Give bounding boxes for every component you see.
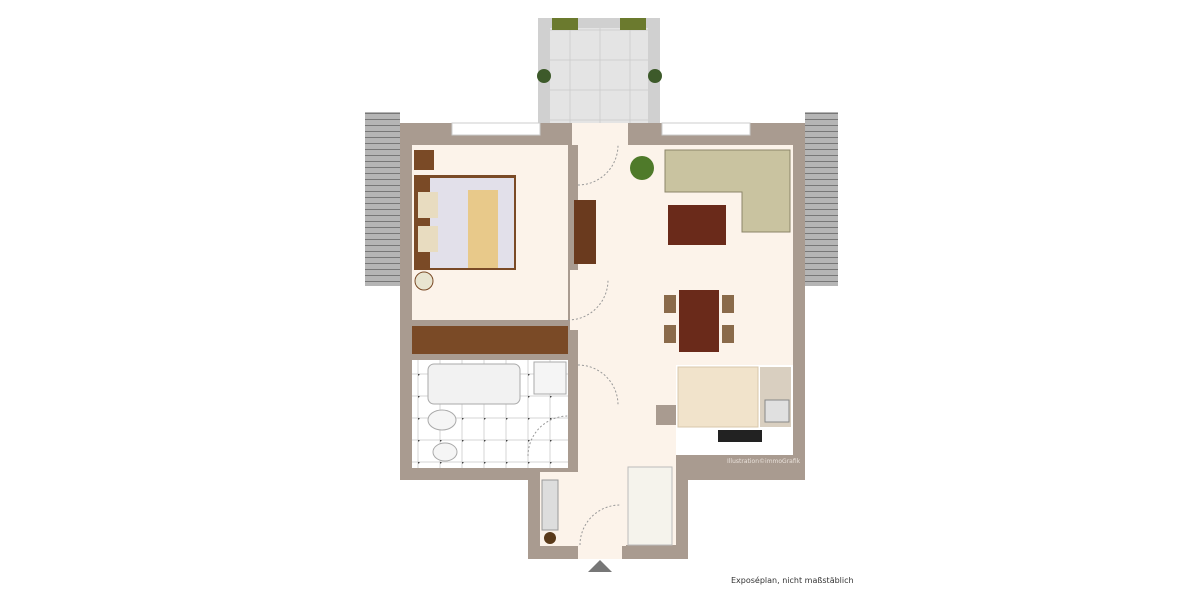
illustration-credit: Illustration©immoGrafik: [727, 458, 801, 465]
shower: [533, 361, 567, 395]
nightstand: [414, 150, 434, 170]
dining-table: [664, 290, 734, 352]
shelf: [541, 479, 559, 531]
sink-icon: [718, 430, 762, 442]
planter: [620, 18, 646, 30]
plant-icon: [537, 69, 551, 83]
window: [661, 122, 751, 136]
sofa: [664, 149, 791, 233]
entrance-door: [578, 545, 622, 559]
wardrobe: [627, 466, 673, 546]
plant-icon: [630, 156, 654, 180]
balcony: [537, 18, 662, 130]
window: [451, 122, 541, 136]
wall-pillar: [656, 405, 676, 425]
balcony-door: [572, 123, 628, 145]
stairs-left: [365, 112, 400, 286]
bathtub: [427, 363, 521, 405]
plant-icon: [544, 532, 556, 544]
stove-icon: [764, 399, 790, 423]
nightstand: [414, 271, 434, 291]
planter: [552, 18, 578, 30]
kitchen: [676, 365, 793, 455]
stairs-right: [805, 112, 838, 286]
sink-icon: [427, 409, 457, 431]
wardrobe: [412, 326, 568, 354]
plant-icon: [648, 69, 662, 83]
plan-caption: Exposéplan, nicht maßstäblich: [731, 576, 854, 585]
toilet-icon: [432, 442, 458, 462]
entrance-arrow-icon: [588, 560, 612, 572]
coffee-table: [668, 205, 726, 245]
bed: [414, 175, 516, 270]
tv-cabinet: [574, 200, 596, 264]
